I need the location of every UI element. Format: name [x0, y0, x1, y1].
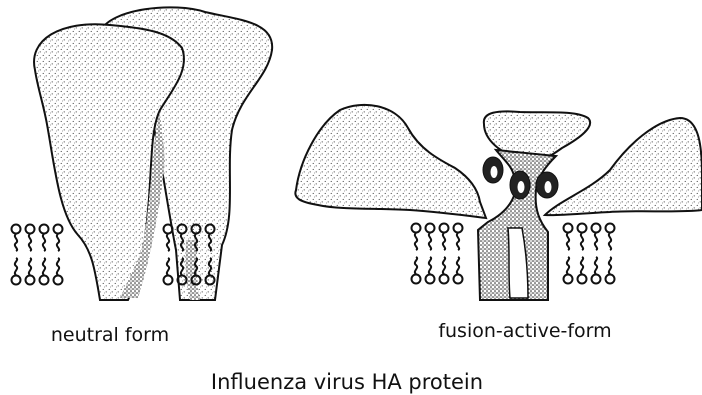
lipid-tail — [567, 257, 569, 274]
lipid-head — [164, 276, 173, 285]
lipid-head — [12, 276, 21, 285]
lipid-tail — [29, 258, 31, 275]
lipid-head — [578, 275, 587, 284]
lipid-tail — [15, 234, 17, 251]
neutral-form-label: neutral form — [51, 324, 169, 346]
lipid-tail — [415, 233, 417, 250]
lipid-tail — [609, 233, 611, 250]
figure-caption: Influenza virus HA protein — [211, 370, 483, 394]
lipid-head — [26, 276, 35, 285]
lipid-tail — [15, 258, 17, 275]
lipid-tail — [167, 234, 169, 251]
lipid-tail — [57, 234, 59, 251]
lipid-head — [592, 224, 601, 233]
lipid-head — [12, 225, 21, 234]
lipid-head — [412, 224, 421, 233]
lipid-head — [606, 275, 615, 284]
lipid-tail — [443, 233, 445, 250]
lipid-head — [426, 224, 435, 233]
lipid-tail — [457, 257, 459, 274]
lipid-head — [40, 225, 49, 234]
lipid-tail — [581, 233, 583, 250]
lipid-head — [40, 276, 49, 285]
neutral-form-panel — [34, 7, 272, 300]
lipid-head — [54, 225, 63, 234]
lipid-head — [578, 224, 587, 233]
lipid-head — [592, 275, 601, 284]
lipid-tail — [567, 233, 569, 250]
lipid-head — [564, 275, 573, 284]
lipid-tail — [429, 257, 431, 274]
lipid-head — [412, 275, 421, 284]
lipid-head — [26, 225, 35, 234]
lipid-tail — [595, 233, 597, 250]
fusion-left-wing — [295, 105, 486, 218]
fusion-active-form-label: fusion-active-form — [438, 320, 611, 342]
lipid-head — [606, 224, 615, 233]
lipid-tail — [43, 258, 45, 275]
lipid-head — [564, 224, 573, 233]
fusion-active-form-panel — [295, 105, 702, 300]
lipid-tail — [595, 257, 597, 274]
lipid-head — [454, 275, 463, 284]
lipid-head — [440, 224, 449, 233]
lipid-tail — [29, 234, 31, 251]
lipid-head — [426, 275, 435, 284]
lipid-head — [440, 275, 449, 284]
lipid-tail — [457, 233, 459, 250]
lipid-head — [54, 276, 63, 285]
lipid-head — [454, 224, 463, 233]
lipid-tail — [581, 257, 583, 274]
lipid-tail — [57, 258, 59, 275]
lipid-tail — [609, 257, 611, 274]
lipid-tail — [43, 234, 45, 251]
lipid-tail — [167, 258, 169, 275]
lipid-tail — [429, 233, 431, 250]
lipid-tail — [415, 257, 417, 274]
lipid-tail — [443, 257, 445, 274]
